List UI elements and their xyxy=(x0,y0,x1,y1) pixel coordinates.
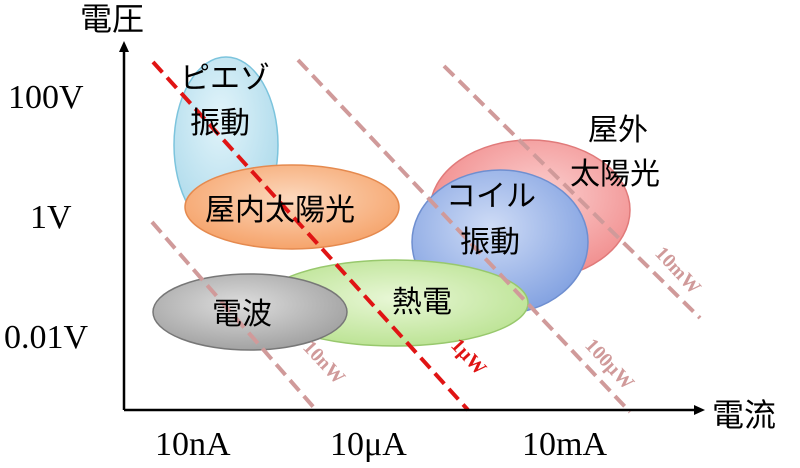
indoor-solar-region xyxy=(184,164,400,250)
radio-region xyxy=(152,273,348,351)
coil-label-line1: コイル xyxy=(446,179,536,214)
power-label-10mw: 10mW xyxy=(650,242,705,298)
piezo-label-line2: 振動 xyxy=(190,106,250,141)
power-label-100uw: 100μW xyxy=(580,334,638,394)
y-tick-1v: 1V xyxy=(30,199,72,236)
power-line-1uw xyxy=(151,60,470,412)
radio-label: 電波 xyxy=(212,297,272,332)
coil-label-line2: 振動 xyxy=(460,225,520,260)
outdoor-solar-label-line2: 太陽光 xyxy=(570,157,660,192)
x-tick-10ua: 10μA xyxy=(330,426,407,463)
x-tick-10ma: 10mA xyxy=(522,426,607,463)
y-tick-001v: 0.01V xyxy=(4,319,89,356)
y-tick-100v: 100V xyxy=(8,79,84,116)
outdoor-solar-label-line1: 屋外 xyxy=(588,113,648,148)
power-line-100uw xyxy=(296,58,632,414)
power-line-10mw xyxy=(442,64,702,320)
power-label-10nw: 10nW xyxy=(298,336,349,388)
x-tick-10na: 10nA xyxy=(155,426,231,463)
indoor-solar-label: 屋内太陽光 xyxy=(205,193,355,228)
x-axis-title: 電流 xyxy=(712,396,776,434)
thermal-label: 熱電 xyxy=(392,285,452,320)
y-axis-title: 電圧 xyxy=(80,0,144,38)
piezo-label-line1: ピエゾ xyxy=(180,61,270,96)
